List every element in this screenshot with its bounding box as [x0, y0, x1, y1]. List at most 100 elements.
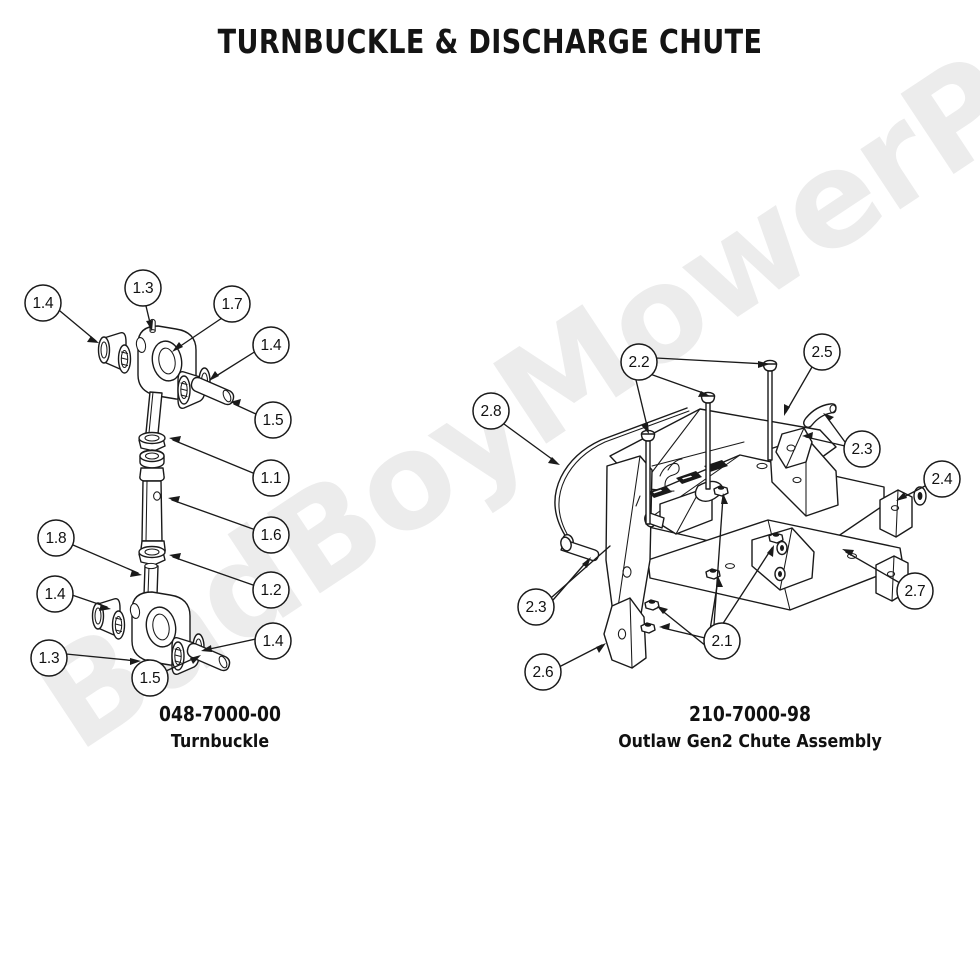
callout-circle [472, 392, 510, 430]
callout-1-4[interactable]: 1.4 [24, 284, 62, 322]
washer-extra-2 [774, 566, 786, 582]
callout-label: 1.7 [222, 296, 243, 313]
chute-handle-rod-2-5 [803, 403, 837, 428]
callout-label: 2.3 [852, 441, 873, 458]
chute-left-wall [605, 455, 653, 629]
callout-label: 1.6 [261, 527, 282, 544]
locknuts-2-1 [640, 485, 788, 634]
callout-circle [252, 459, 290, 497]
turnbuckle-center-body [139, 449, 166, 555]
callout-circle [620, 343, 658, 381]
callout-label: 2.8 [481, 403, 502, 420]
callout-1-6[interactable]: 1.6 [252, 516, 290, 554]
callout-label: 1.4 [263, 633, 285, 650]
callout-2-8[interactable]: 2.8 [472, 392, 510, 430]
callout-2-7[interactable]: 2.7 [896, 572, 934, 610]
callout-circle [254, 401, 292, 439]
chute-pin-left-2-3 [560, 536, 600, 562]
callout-circle [30, 639, 68, 677]
callout-1-8[interactable]: 1.8 [37, 519, 75, 557]
locknut-a [713, 485, 729, 497]
turnbuckle-leaders [59, 305, 259, 672]
callout-label: 2.7 [905, 583, 926, 600]
caption-chute: 210-7000-98 Outlaw Gen2 Chute Assembly [540, 702, 960, 752]
callout-1-4[interactable]: 1.4 [254, 622, 292, 660]
locknut-e [640, 622, 656, 634]
chute-lower-leg-2-6 [603, 597, 647, 669]
callout-circle [131, 659, 169, 697]
callout-circle [24, 284, 62, 322]
callout-label: 1.4 [33, 295, 55, 312]
part-number-turnbuckle: 048-7000-00 [158, 702, 281, 726]
callout-circle [703, 622, 741, 660]
locknut-d [644, 599, 660, 611]
callout-circle [803, 333, 841, 371]
carriage-bolts-2-2 [640, 359, 778, 525]
callout-circle [213, 285, 251, 323]
callout-label: 1.5 [263, 412, 284, 429]
callout-circle [36, 575, 74, 613]
callout-2-5[interactable]: 2.5 [803, 333, 841, 371]
callout-label: 1.3 [39, 650, 60, 667]
part-name-turnbuckle: Turnbuckle [170, 731, 270, 752]
callout-circle [517, 588, 555, 626]
callout-1-3[interactable]: 1.3 [124, 269, 162, 307]
callout-circle [252, 326, 290, 364]
chute-leaders [503, 357, 933, 668]
callout-circle [252, 516, 290, 554]
callout-bubbles: 1.4 1.3 1.7 1.4 1.5 1.1 1.6 1.8 1.2 1.4 1.4 1.3 1.5 2… [24, 269, 961, 697]
carriage-bolt-2 [700, 391, 716, 490]
callout-1-5[interactable]: 1.5 [254, 401, 292, 439]
callout-2-2[interactable]: 2.2 [620, 343, 658, 381]
chute-assembly [503, 357, 933, 669]
chute-pivot-arm [644, 480, 724, 535]
callout-label: 1.2 [261, 582, 282, 599]
callout-2-6[interactable]: 2.6 [524, 653, 562, 691]
callout-2-3[interactable]: 2.3 [517, 588, 555, 626]
part-name-chute: Outlaw Gen2 Chute Assembly [618, 731, 882, 752]
callout-1-5[interactable]: 1.5 [131, 659, 169, 697]
callout-label: 1.4 [261, 337, 283, 354]
callout-circle [923, 460, 961, 498]
jam-nut-lower [138, 545, 166, 566]
callout-circle [843, 430, 881, 468]
callout-1-3[interactable]: 1.3 [30, 639, 68, 677]
callout-2-1[interactable]: 2.1 [703, 622, 741, 660]
callout-label: 2.6 [533, 664, 554, 681]
callout-1-4[interactable]: 1.4 [252, 326, 290, 364]
locknut-b [705, 568, 721, 580]
callout-circle [896, 572, 934, 610]
callout-1-7[interactable]: 1.7 [213, 285, 251, 323]
bushing-lower-left [91, 598, 126, 640]
callout-1-4[interactable]: 1.4 [36, 575, 74, 613]
callout-label: 2.2 [629, 354, 650, 371]
callout-label: 2.1 [712, 633, 733, 650]
callout-1-2[interactable]: 1.2 [252, 571, 290, 609]
part-number-chute: 210-7000-98 [688, 702, 811, 726]
chute-latch-bracket-right [775, 427, 813, 469]
callout-label: 1.8 [46, 530, 67, 547]
callout-2-3[interactable]: 2.3 [843, 430, 881, 468]
callout-label: 1.5 [140, 670, 161, 687]
callout-2-4[interactable]: 2.4 [923, 460, 961, 498]
callout-label: 1.3 [133, 280, 154, 297]
callout-circle [124, 269, 162, 307]
callout-1-1[interactable]: 1.1 [252, 459, 290, 497]
callout-circle [252, 571, 290, 609]
spacer-tube-lower [186, 642, 231, 672]
locknut-c [768, 532, 784, 544]
page-title: TURNBUCKLE & DISCHARGE CHUTE [217, 22, 763, 61]
washer-extra-1 [776, 540, 788, 556]
callout-circle [524, 653, 562, 691]
carriage-bolt-1 [640, 429, 656, 525]
callout-circle [254, 622, 292, 660]
callout-circle [37, 519, 75, 557]
jam-nut-upper [138, 431, 166, 452]
bushing-upper-left [97, 332, 132, 374]
turnbuckle-assembly [59, 305, 259, 675]
spacer-tube-upper [190, 376, 235, 406]
callout-label: 1.1 [261, 470, 282, 487]
callout-label: 1.4 [45, 586, 67, 603]
